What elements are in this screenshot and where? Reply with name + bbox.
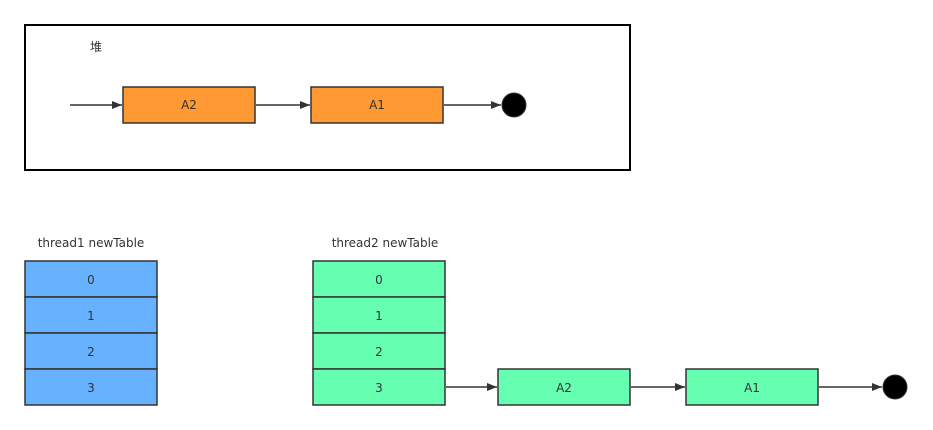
heap-label: 堆 bbox=[90, 40, 102, 54]
thread1-cell-3-label: 3 bbox=[87, 381, 95, 395]
thread2-table: thread2 newTable 0 1 2 3 A2 A1 bbox=[312, 236, 908, 406]
thread1-cell-0 bbox=[24, 260, 158, 298]
heap-group: 堆 A2 A1 bbox=[24, 24, 631, 171]
thread2-cell-2-label: 2 bbox=[375, 345, 383, 359]
heap-null-terminal bbox=[501, 92, 527, 118]
thread2-null-terminal bbox=[882, 374, 908, 400]
thread2-node-a1 bbox=[685, 368, 819, 406]
thread2-title: thread2 newTable bbox=[332, 236, 439, 250]
thread2-node-a1-label: A1 bbox=[744, 381, 760, 395]
thread2-cell-0 bbox=[312, 260, 446, 298]
thread2-cell-2 bbox=[312, 332, 446, 370]
thread1-title: thread1 newTable bbox=[38, 236, 145, 250]
heap-box bbox=[24, 24, 631, 171]
thread1-cell-2-label: 2 bbox=[87, 345, 95, 359]
heap-node-a1 bbox=[310, 86, 444, 124]
thread1-cell-2 bbox=[24, 332, 158, 370]
heap-node-a2 bbox=[122, 86, 256, 124]
thread1-cell-3 bbox=[24, 368, 158, 406]
thread1-cell-0-label: 0 bbox=[87, 273, 95, 287]
thread2-node-a2 bbox=[497, 368, 631, 406]
thread1-cell-1-label: 1 bbox=[87, 309, 95, 323]
thread2-node-a2-label: A2 bbox=[556, 381, 572, 395]
heap-node-a2-label: A2 bbox=[181, 98, 197, 112]
thread2-cell-3-label: 3 bbox=[375, 381, 383, 395]
heap-node-a1-label: A1 bbox=[369, 98, 385, 112]
thread2-cell-1-label: 1 bbox=[375, 309, 383, 323]
thread2-cell-3 bbox=[312, 368, 446, 406]
thread2-cell-0-label: 0 bbox=[375, 273, 383, 287]
thread1-table: thread1 newTable 0 1 2 3 bbox=[24, 236, 158, 406]
